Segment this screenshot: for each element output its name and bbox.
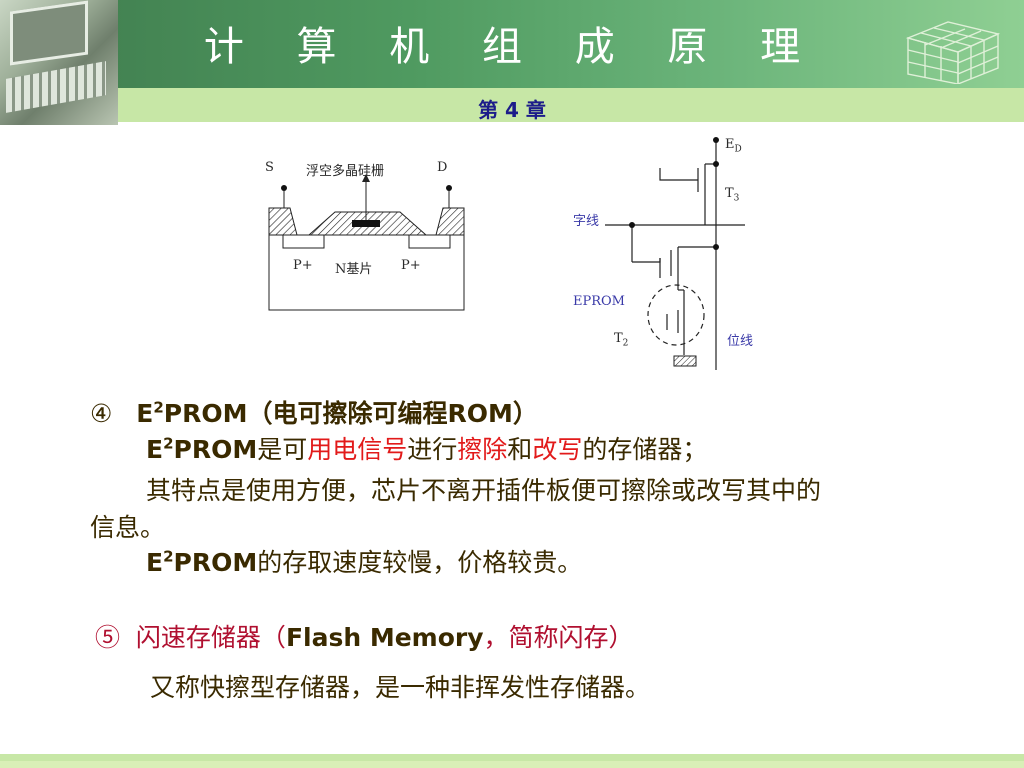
section4-heading: ④ E2PROM（电可擦除可编程ROM） xyxy=(90,398,538,428)
eprom-circuit-diagram xyxy=(605,137,745,370)
floating-gate-label: 浮空多晶硅栅 xyxy=(306,164,385,179)
supply-ed-label: ED xyxy=(725,137,742,155)
section5-line1: 又称快擦型存储器，是一种非挥发性存储器。 xyxy=(150,673,651,702)
footer-bar-bottom xyxy=(0,761,1024,768)
section5-heading: ⑤ 闪速存储器（Flash Memory，简称闪存） xyxy=(95,623,634,652)
word-line-label: 字线 xyxy=(573,214,600,229)
section5-marker: ⑤ xyxy=(95,623,121,652)
header-photo xyxy=(0,0,118,125)
eprom-label: EPROM xyxy=(573,294,625,309)
p-plus-left-label: P+ xyxy=(293,258,313,273)
p-plus-right-label: P+ xyxy=(401,258,421,273)
chapter-label: 第 4 章 xyxy=(478,98,546,122)
footer-bar-top xyxy=(0,754,1024,761)
section4-line2a: 其特点是使用方便，芯片不离开插件板便可擦除或改写其中的 xyxy=(146,476,822,505)
slide-title: 计 算 机 组 成 原 理 xyxy=(203,24,821,70)
t2-label: T2 xyxy=(614,331,629,349)
section4-line3: E2PROM的存取速度较慢，价格较贵。 xyxy=(146,547,583,577)
section4-line2b: 信息。 xyxy=(90,513,166,542)
cross-section-diagram xyxy=(268,174,465,311)
cube-logo-icon xyxy=(905,21,1001,84)
source-label: S xyxy=(265,160,274,175)
section4-marker: ④ xyxy=(90,399,113,428)
bit-line-label: 位线 xyxy=(727,334,754,349)
n-substrate-label: N基片 xyxy=(335,262,373,277)
drain-label: D xyxy=(437,160,448,175)
t3-label: T3 xyxy=(725,186,740,204)
section4-line1: E2PROM是可用电信号进行擦除和改写的存储器； xyxy=(146,434,708,464)
chapter-bar xyxy=(118,88,1024,122)
header-banner xyxy=(0,0,1024,88)
